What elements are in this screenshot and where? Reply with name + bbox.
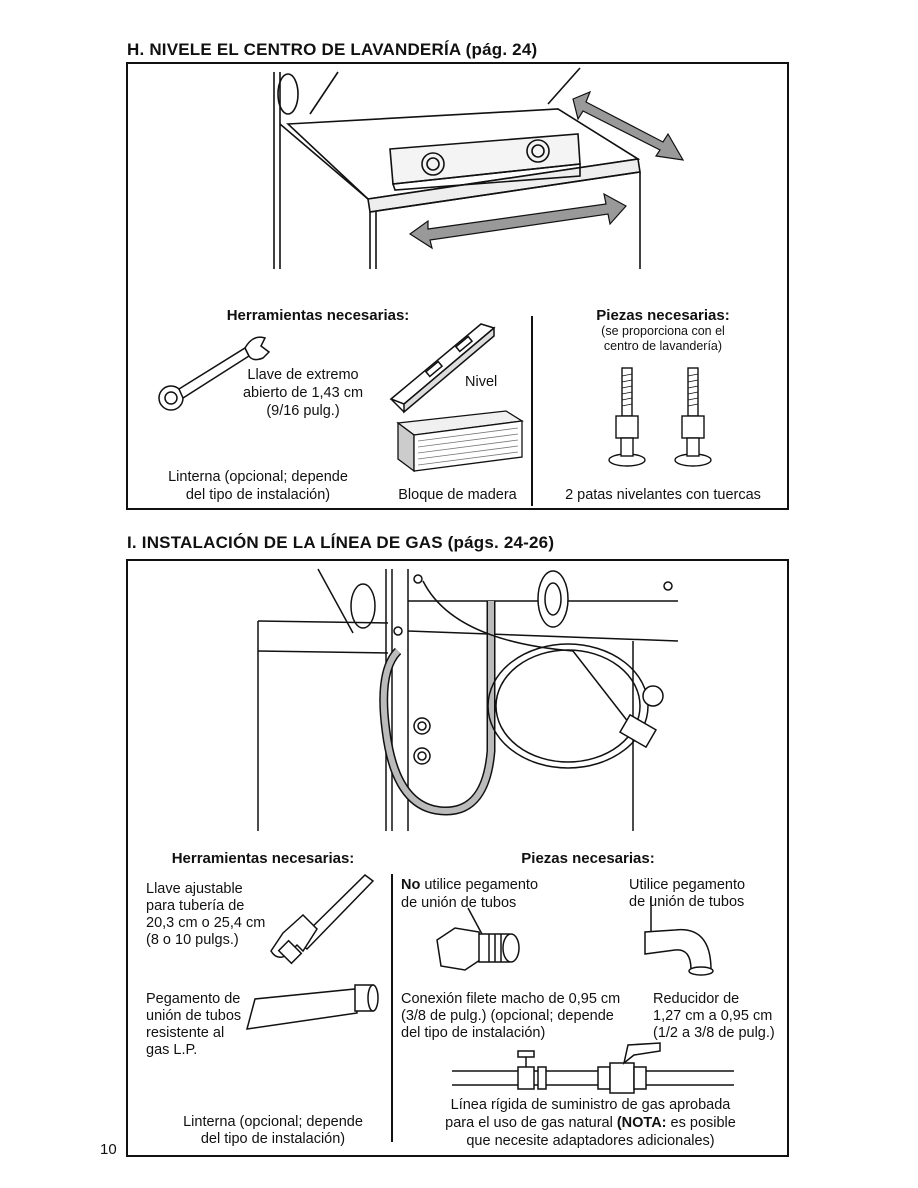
section-i-box: Herramientas necesarias: Llave ajustable… [126,559,789,1157]
level-label: Nivel [465,374,498,390]
rigid-gas-pipe-icon [452,1042,734,1094]
pipe-compound-tube-icon [245,984,379,1030]
no-compound-label-line2: de unión de tubos [401,895,517,911]
dryer-level-illustration [273,67,685,269]
no-bold: No [401,877,421,893]
tools-needed-title-i: Herramientas necesarias: [171,850,355,867]
parts-note-line2: centro de lavandería) [603,339,723,353]
wrench-label-line1: Llave de extremo [247,367,359,383]
no-rest: utilice pegamento [420,877,539,893]
flashlight-label-line2: del tipo de instalación) [185,487,331,503]
wood-block-label: Bloque de madera [398,487,517,503]
parts-needed-title-i: Piezas necesarias: [521,850,655,867]
parts-needed-title: Piezas necesarias: [596,307,730,324]
leveling-legs-icon [608,367,712,467]
section-h-heading: H. NIVELE EL CENTRO DE LAVANDERÍA (pág. … [127,40,538,59]
reducer-fitting-icon [644,896,714,976]
flashlight-label-i: Linterna (opcional; depende del tipo de … [183,1114,363,1147]
pipe-note-b: (NOTA: [616,1115,667,1131]
pipe-compound-label: Pegamento de unión de tubos resistente a… [146,991,242,1058]
use-compound-label: Utilice pegamento de unión de tubos [629,877,746,910]
gas-line-illustration [257,568,679,831]
rigid-pipe-label-line3: que necesite adaptadores adicionales) [466,1133,715,1149]
flare-connector-label: Conexión filete macho de 0,95 cm (3/8 de… [401,991,621,1041]
pipe-wrench-icon [270,874,375,965]
page-number: 10 [100,1141,117,1158]
open-end-wrench-icon [158,336,271,411]
pipe-wrench-label: Llave ajustable para tubería de 20,3 cm … [146,881,266,948]
rigid-pipe-label-line2: para el uso de gas natural (NOTA: es pos… [398,1115,783,1132]
parts-note-line1: (se proporciona con el [601,324,725,338]
pipe-note-a: para el uso de gas natural [445,1115,617,1131]
wrench-label-line3: (9/16 pulg.) [266,403,340,419]
leveling-legs-label: 2 patas nivelantes con tuercas [565,487,761,503]
section-h-box: Herramientas necesarias: Llave de extrem… [126,62,789,510]
wood-block-icon [396,410,524,473]
wrench-label-line2: abierto de 1,43 cm [242,385,364,401]
section-i-heading: I. INSTALACIÓN DE LA LÍNEA DE GAS (págs.… [127,533,555,552]
section-h-divider [531,316,533,506]
section-i-divider [391,874,393,1142]
pipe-note-c: es posible [666,1115,736,1131]
tools-needed-title: Herramientas necesarias: [226,307,410,324]
reducer-label: Reducidor de 1,27 cm a 0,95 cm (1/2 a 3/… [653,991,775,1041]
no-compound-label-line1: No utilice pegamento [401,877,538,894]
flare-fitting-icon [436,907,520,971]
flashlight-label-line1: Linterna (opcional; depende [168,469,348,485]
level-tool-icon [389,323,496,414]
rigid-pipe-label-line1: Línea rígida de suministro de gas aproba… [450,1097,731,1113]
